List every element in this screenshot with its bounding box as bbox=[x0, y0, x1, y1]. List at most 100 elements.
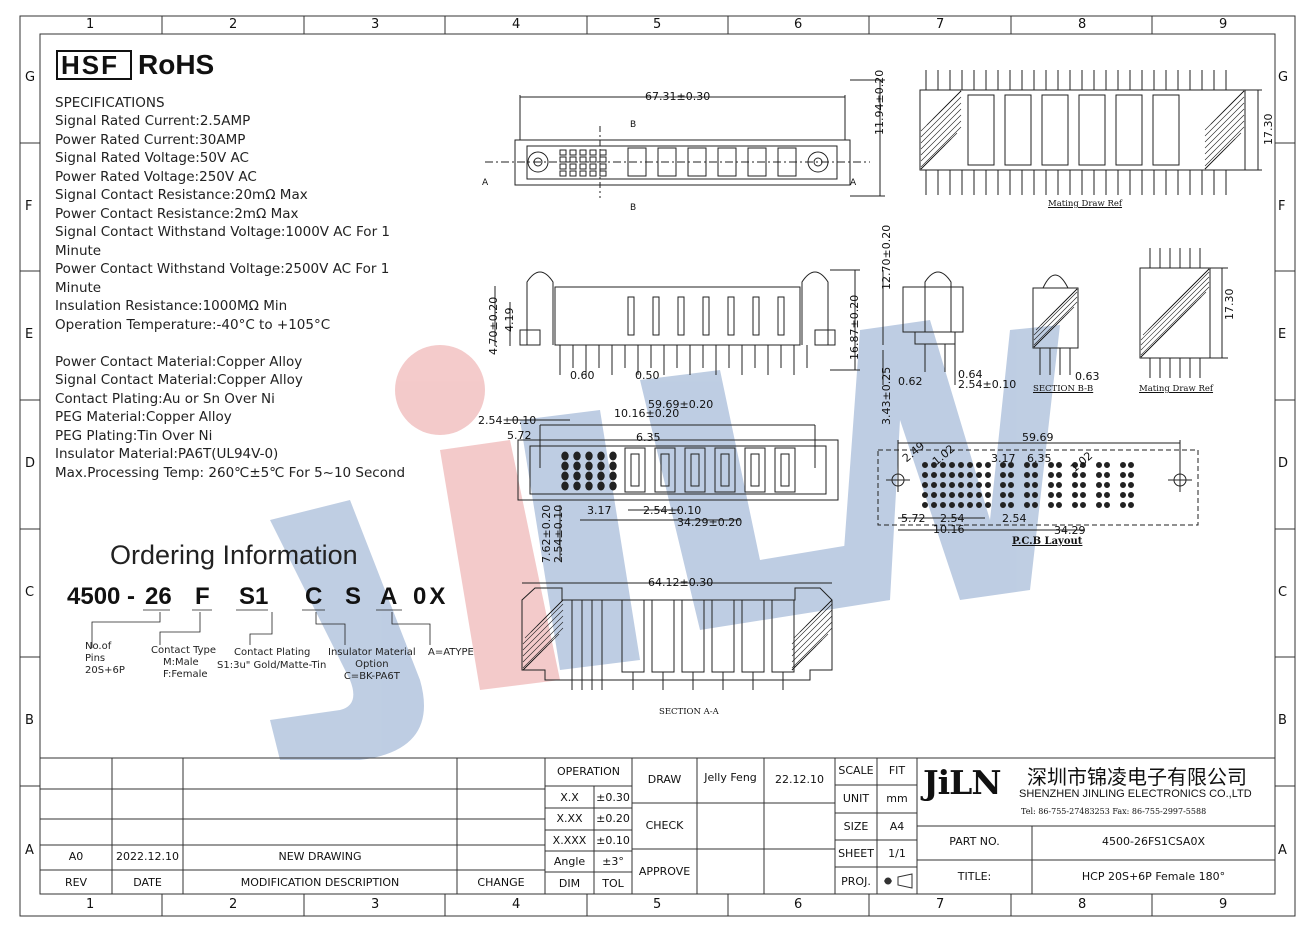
specifications-list: Signal Rated Current:2.5AMP Power Rated C… bbox=[55, 112, 405, 482]
ordering-note-contact-type: Contact Type M:Male F:Female bbox=[151, 645, 216, 681]
ordering-note-insulator: Insulator Material Option C=BK-PA6T bbox=[328, 647, 416, 683]
zone-row-left-e: E bbox=[25, 327, 34, 342]
zone-row-right-b: B bbox=[1278, 713, 1287, 728]
size-value: A4 bbox=[889, 820, 905, 833]
spec-line: Contact Plating:Au or Sn Over Ni bbox=[55, 390, 275, 407]
caption-mating-ref-2: Mating Draw Ref bbox=[1139, 384, 1214, 394]
tolerance-title: OPERATION bbox=[557, 765, 620, 778]
ordering-note-plating: Contact Plating S1:3u" Gold/Matte-Tin bbox=[217, 646, 326, 672]
company-name-cn: 深圳市锦凌电子有限公司 bbox=[1027, 765, 1247, 789]
company-contact: Tel: 86-755-27483253 Fax: 86-755-2997-55… bbox=[1021, 807, 1207, 816]
dim-end-1270: 12.70±0.20 bbox=[880, 224, 893, 290]
spec-line: Insulation Resistance:1000MΩ Min bbox=[55, 298, 288, 314]
dim-end-343: 3.43±0.25 bbox=[880, 366, 893, 425]
note-line: Contact Plating bbox=[234, 647, 311, 658]
note-line: C=BK-PA6T bbox=[343, 671, 400, 682]
dim-b-063: 0.63 bbox=[1075, 370, 1100, 383]
ordering-prefix: 4500 - bbox=[67, 583, 136, 610]
tol-xxx-label: X.XX bbox=[556, 812, 583, 825]
spec-line: Signal Rated Voltage:50V AC bbox=[55, 150, 249, 166]
spec-line: Power Rated Current:30AMP bbox=[55, 131, 246, 148]
zone-col-bottom-5: 5 bbox=[653, 897, 662, 912]
dim-section-a-left: A bbox=[482, 178, 489, 188]
note-line: No.of bbox=[85, 641, 112, 652]
zone-col-top-6: 6 bbox=[794, 17, 803, 32]
dim-top-height: 11.94±0.20 bbox=[873, 69, 886, 135]
dim-bottom-572: 5.72 bbox=[507, 429, 532, 442]
dim-section-b-bottom: B bbox=[630, 203, 637, 213]
title-block bbox=[40, 757, 1275, 894]
dim-top-width: 67.31±0.30 bbox=[645, 90, 711, 103]
unit-label: UNIT bbox=[842, 792, 870, 805]
dim-bottom-317: 3.17 bbox=[587, 504, 612, 517]
zone-row-left-g: G bbox=[25, 70, 36, 85]
spec-line: Max.Processing Temp: 260℃±5℃ For 5~10 Se… bbox=[55, 464, 406, 481]
dim-bottom-254c: 2.54±0.10 bbox=[552, 504, 565, 563]
tol-xxxx-value: ±0.10 bbox=[596, 834, 630, 847]
spec-line: Signal Rated Current:2.5AMP bbox=[55, 113, 251, 129]
zone-col-bottom-7: 7 bbox=[936, 897, 945, 912]
note-line: F:Female bbox=[163, 669, 208, 680]
dim-pcb-5969: 59.69 bbox=[1022, 431, 1054, 444]
dim-g-1730: 17.30 bbox=[1262, 113, 1275, 146]
dim-end-062: 0.62 bbox=[898, 375, 923, 388]
ordering-note-type: A=ATYPE bbox=[428, 647, 474, 658]
note-line: Pins bbox=[85, 653, 106, 664]
zone-col-top-4: 4 bbox=[512, 17, 521, 32]
rev-header-date: DATE bbox=[133, 876, 162, 889]
ordering-title: Ordering Information bbox=[110, 540, 358, 570]
mating-ref-view-2 bbox=[1139, 248, 1228, 378]
sheet-value: 1/1 bbox=[888, 847, 906, 860]
ordering-code-type: F bbox=[195, 583, 210, 610]
title-value: HCP 20S+6P Female 180° bbox=[1081, 870, 1226, 883]
spec-line: PEG Plating:Tin Over Ni bbox=[55, 427, 213, 444]
spec-line: Power Contact Resistance:2mΩ Max bbox=[55, 205, 299, 222]
dim-pcb-3429: 34.29 bbox=[1054, 524, 1086, 537]
zone-row-left-d: D bbox=[25, 456, 36, 471]
zone-col-bottom-2: 2 bbox=[229, 897, 238, 912]
note-line: Option bbox=[355, 659, 389, 670]
zone-row-right-g: G bbox=[1278, 70, 1289, 85]
dim-side-419: 4.19 bbox=[503, 307, 516, 333]
specifications-title: SPECIFICATIONS bbox=[55, 95, 165, 111]
caption-section-aa: SECTION A-A bbox=[659, 707, 719, 717]
rev-header-change: CHANGE bbox=[477, 876, 525, 889]
dim-pitch-060: 0.60 bbox=[570, 369, 595, 382]
side-view bbox=[494, 269, 860, 375]
note-line: M:Male bbox=[163, 657, 199, 668]
tol-xx-label: X.X bbox=[560, 791, 579, 804]
dim-pitch-050: 0.50 bbox=[635, 369, 660, 382]
mating-ref-view-1 bbox=[919, 70, 1262, 195]
draw-date: 22.12.10 bbox=[775, 773, 824, 786]
bottom-view bbox=[510, 419, 839, 560]
dim-bottom-3429: 34.29±0.20 bbox=[677, 516, 743, 529]
zone-col-bottom-4: 4 bbox=[512, 897, 521, 912]
drawer-name: Jelly Feng bbox=[704, 771, 757, 784]
zone-col-top-7: 7 bbox=[936, 17, 945, 32]
tol-tol-label: TOL bbox=[602, 877, 624, 890]
unit-value: mm bbox=[886, 792, 908, 805]
part-no-label: PART NO. bbox=[949, 835, 1000, 848]
draw-label: DRAW bbox=[647, 773, 682, 786]
zone-col-top-9: 9 bbox=[1219, 17, 1228, 32]
spec-line: Signal Contact Resistance:20mΩ Max bbox=[55, 187, 308, 203]
dim-bottom-635: 6.35 bbox=[636, 431, 661, 444]
caption-pcb-layout: P.C.B Layout bbox=[1012, 536, 1083, 547]
spec-line: Minute bbox=[55, 242, 102, 259]
spec-line: Insulator Material:PA6T(UL94V-0) bbox=[55, 446, 279, 462]
spec-line bbox=[55, 334, 405, 353]
caption-section-bb: SECTION B-B bbox=[1033, 384, 1094, 394]
ordering-code-plating: S1 bbox=[239, 583, 269, 610]
dim-section-a-right: A bbox=[850, 178, 857, 188]
zone-row-left-f: F bbox=[25, 199, 33, 214]
rev-header-modification: MODIFICATION DESCRIPTION bbox=[240, 876, 400, 889]
size-label: SIZE bbox=[843, 820, 869, 833]
dim-side-470: 4.70±0.20 bbox=[487, 296, 500, 355]
note-line: Contact Type bbox=[151, 645, 217, 656]
company-name-en: SHENZHEN JINLING ELECTRONICS CO.,LTD bbox=[1019, 788, 1252, 800]
note-line: 20S+6P bbox=[85, 665, 125, 676]
zone-col-top-3: 3 bbox=[371, 17, 380, 32]
dim-pcb-254b: 2.54 bbox=[1002, 512, 1027, 525]
